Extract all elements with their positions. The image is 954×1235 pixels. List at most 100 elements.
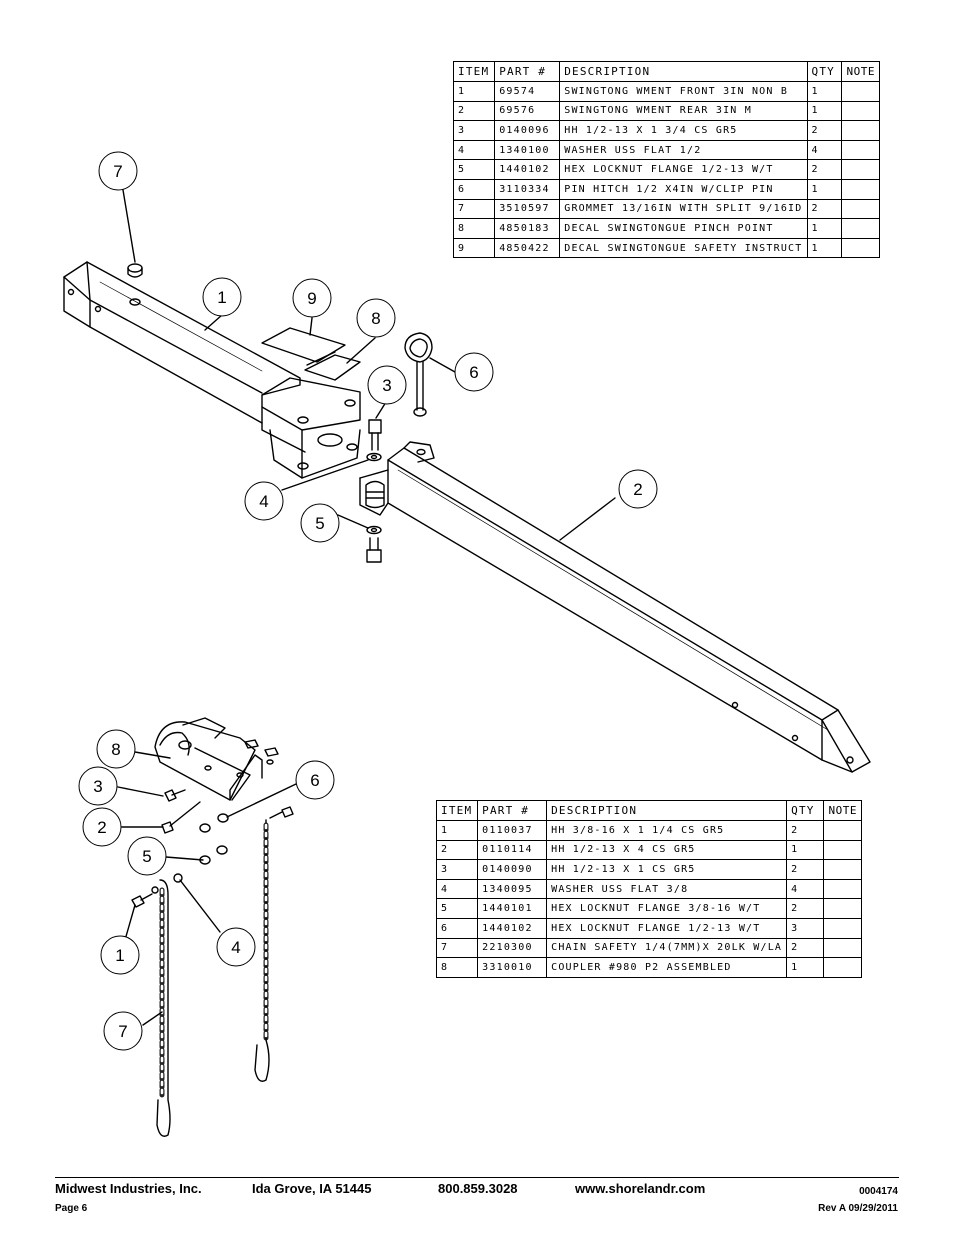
safety-chain-left xyxy=(156,879,171,1137)
footer-website[interactable]: www.shorelandr.com xyxy=(575,1181,706,1196)
table-cell: SWINGTONG WMENT REAR 3IN M xyxy=(559,100,808,122)
table-cell: WASHER USS FLAT 1/2 xyxy=(559,139,808,161)
footer-revision: Rev A 09/29/2011 xyxy=(818,1203,898,1214)
table-cell: 2210300 xyxy=(477,937,548,959)
footer-rule xyxy=(55,1177,899,1178)
table-cell: HH 3/8-16 X 1 1/4 CS GR5 xyxy=(546,820,788,841)
bom-header-cell: NOTE xyxy=(841,61,880,82)
table-cell: 3 xyxy=(452,120,496,141)
bottom-callout-label: 3 xyxy=(93,777,102,796)
table-cell: 0110114 xyxy=(477,839,548,861)
table-cell: HEX LOCKNUT FLANGE 3/8-16 W/T xyxy=(546,898,788,919)
table-cell: 1 xyxy=(786,957,825,978)
bom-header-cell: PART # xyxy=(494,61,561,82)
table-cell: SWINGTONG WMENT FRONT 3IN NON B xyxy=(559,81,808,102)
table-cell: 7 xyxy=(452,198,496,220)
footer-phone: 800.859.3028 xyxy=(438,1181,518,1196)
table-cell: CHAIN SAFETY 1/4(7MM)X 20LK W/LA xyxy=(546,937,788,959)
top-callout-label: 6 xyxy=(469,363,478,382)
table-cell: HEX LOCKNUT FLANGE 1/2-13 W/T xyxy=(559,159,808,180)
bom-header-cell: PART # xyxy=(477,800,548,821)
top-callouts xyxy=(122,189,616,541)
table-cell: 8 xyxy=(435,957,479,978)
table-cell xyxy=(823,898,862,919)
bom-header-cell: DESCRIPTION xyxy=(546,800,788,821)
table-cell: 7 xyxy=(435,937,479,959)
table-cell: 1 xyxy=(806,178,843,200)
table-cell: 1440101 xyxy=(477,898,548,919)
table-cell: 4850183 xyxy=(494,218,561,239)
bom-header-cell: QTY xyxy=(806,61,843,82)
table-cell xyxy=(823,839,862,861)
table-cell: 3510597 xyxy=(494,198,561,220)
table-cell xyxy=(841,81,880,102)
bottom-callout-circle xyxy=(216,927,256,967)
bom-header-cell: NOTE xyxy=(823,800,862,821)
footer-city: Ida Grove, IA 51445 xyxy=(252,1181,372,1196)
coupler-part xyxy=(154,717,279,801)
top-callout-label: 3 xyxy=(382,376,391,395)
top-callout-circle xyxy=(292,278,332,318)
bottom-callout-circle xyxy=(100,935,140,975)
table-cell: DECAL SWINGTONGUE SAFETY INSTRUCT xyxy=(559,237,808,259)
table-cell: DECAL SWINGTONGUE PINCH POINT xyxy=(559,218,808,239)
table-cell: 2 xyxy=(786,820,825,841)
table-cell: 0140096 xyxy=(494,120,561,141)
table-cell xyxy=(841,178,880,200)
table-cell: 8 xyxy=(452,218,496,239)
table-cell: HH 1/2-13 X 1 3/4 CS GR5 xyxy=(559,120,808,141)
table-cell xyxy=(841,159,880,180)
table-cell xyxy=(823,957,862,978)
table-cell xyxy=(841,198,880,220)
table-cell: 6 xyxy=(435,917,479,939)
table-cell: 9 xyxy=(452,237,496,259)
decal-parts xyxy=(261,327,361,381)
hardware-bottom xyxy=(131,789,294,908)
table-cell: 4 xyxy=(435,878,479,900)
table-cell: HEX LOCKNUT FLANGE 1/2-13 W/T xyxy=(546,917,788,939)
top-callout-circle xyxy=(98,151,138,191)
table-cell: 3110334 xyxy=(494,178,561,200)
table-cell xyxy=(841,120,880,141)
bottom-callout-label: 5 xyxy=(142,847,151,866)
table-cell: 2 xyxy=(786,937,825,959)
table-cell: HH 1/2-13 X 4 CS GR5 xyxy=(546,839,788,861)
table-cell: 4 xyxy=(452,139,496,161)
table-cell: 1 xyxy=(786,839,825,861)
top-callout-circle xyxy=(356,298,396,338)
table-cell: HH 1/2-13 X 1 CS GR5 xyxy=(546,859,788,880)
bom-header-cell: ITEM xyxy=(435,800,479,821)
grommet-part xyxy=(127,263,143,278)
table-cell: 1 xyxy=(435,820,479,841)
table-cell: 2 xyxy=(806,120,843,141)
table-cell: 3310010 xyxy=(477,957,548,978)
table-cell: GROMMET 13/16IN WITH SPLIT 9/16ID xyxy=(559,198,808,220)
table-cell: 1 xyxy=(452,81,496,102)
table-cell: 1 xyxy=(806,100,843,122)
top-callout-label: 9 xyxy=(307,289,316,308)
table-cell: 2 xyxy=(452,100,496,122)
table-cell: 5 xyxy=(435,898,479,919)
table-cell: 1 xyxy=(806,237,843,259)
table-cell: PIN HITCH 1/2 X4IN W/CLIP PIN xyxy=(559,178,808,200)
bottom-callout-circle xyxy=(103,1011,143,1051)
bottom-callout-label: 2 xyxy=(97,818,106,837)
top-callout-label: 1 xyxy=(217,288,226,307)
table-cell xyxy=(841,139,880,161)
table-cell: 1 xyxy=(806,81,843,102)
bottom-callout-label: 4 xyxy=(231,938,240,957)
table-cell: 1440102 xyxy=(494,159,561,180)
table-cell: 0140090 xyxy=(477,859,548,880)
